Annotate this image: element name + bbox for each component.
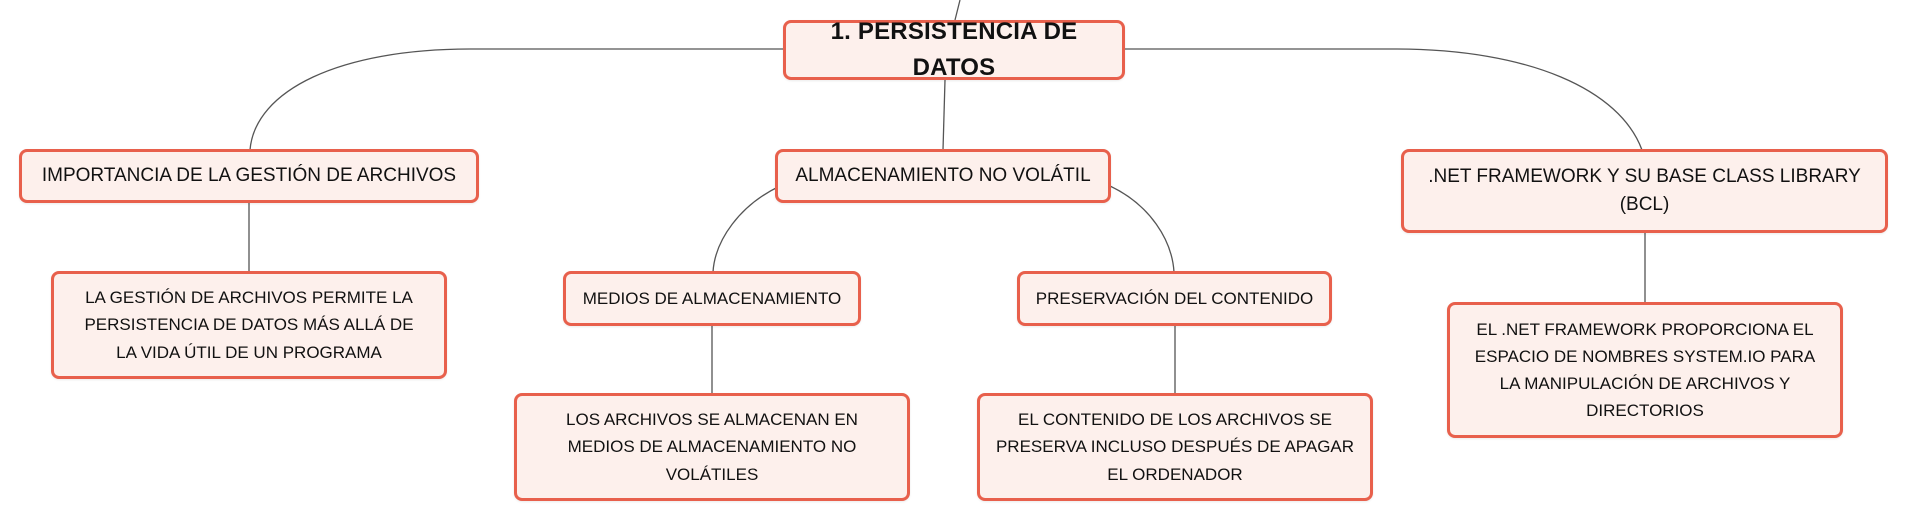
connector-almacenamiento-to-medios	[712, 185, 781, 273]
node-label: PRESERVACIÓN DEL CONTENIDO	[1035, 288, 1314, 308]
node-persistencia-de-datos[interactable]: 1. PERSISTENCIA DE DATOS	[783, 18, 1125, 81]
node-label: LA GESTIÓN DE ARCHIVOS PERMITE LA PERSIS…	[84, 288, 414, 362]
node-label: 1. PERSISTENCIA DE DATOS	[830, 18, 1078, 81]
node-label: ALMACENAMIENTO NO VOLÁTIL	[795, 164, 1091, 186]
node-almacenamiento-no-volatil[interactable]: ALMACENAMIENTO NO VOLÁTIL	[775, 149, 1111, 203]
node-label: LOS ARCHIVOS SE ALMACENAN EN MEDIOS DE A…	[566, 410, 858, 484]
node-net-framework-detalle[interactable]: EL .NET FRAMEWORK PROPORCIONA EL ESPACIO…	[1447, 302, 1843, 438]
node-label: MEDIOS DE ALMACENAMIENTO	[582, 288, 842, 308]
node-label: EL .NET FRAMEWORK PROPORCIONA EL ESPACIO…	[1474, 319, 1816, 421]
node-label: EL CONTENIDO DE LOS ARCHIVOS SE PRESERVA…	[995, 410, 1355, 484]
node-medios-detalle[interactable]: LOS ARCHIVOS SE ALMACENAN EN MEDIOS DE A…	[514, 393, 910, 501]
node-importancia-gestion-archivos[interactable]: IMPORTANCIA DE LA GESTIÓN DE ARCHIVOS	[19, 149, 479, 203]
connector-root-to-dotnet	[1125, 48, 1643, 151]
node-label: .NET FRAMEWORK Y SU BASE CLASS LIBRARY (…	[1428, 165, 1861, 216]
connector-parent-to-root	[954, 0, 961, 21]
node-medios-de-almacenamiento[interactable]: MEDIOS DE ALMACENAMIENTO	[563, 271, 861, 326]
node-importancia-detalle[interactable]: LA GESTIÓN DE ARCHIVOS PERMITE LA PERSIS…	[51, 271, 447, 379]
connector-root-to-importancia	[249, 48, 785, 151]
connector-almacenamiento-to-preservacion	[1109, 185, 1175, 273]
node-net-framework-bcl[interactable]: .NET FRAMEWORK Y SU BASE CLASS LIBRARY (…	[1401, 149, 1888, 233]
node-preservacion-del-contenido[interactable]: PRESERVACIÓN DEL CONTENIDO	[1017, 271, 1332, 326]
connector-root-to-almacenamiento	[942, 79, 946, 151]
node-label: IMPORTANCIA DE LA GESTIÓN DE ARCHIVOS	[41, 164, 457, 186]
node-preservacion-detalle[interactable]: EL CONTENIDO DE LOS ARCHIVOS SE PRESERVA…	[977, 393, 1373, 501]
